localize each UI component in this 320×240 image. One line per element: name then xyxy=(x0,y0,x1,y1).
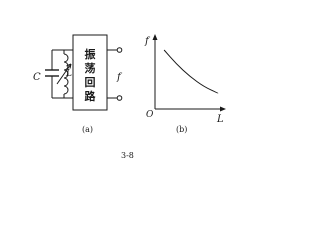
oscillator-box xyxy=(72,34,108,111)
y-axis-arrow xyxy=(152,34,158,40)
output-terminal-top xyxy=(116,47,123,53)
circuit-diagram xyxy=(45,34,123,111)
graph-y-label: f xyxy=(144,36,151,47)
output-terminal-bottom xyxy=(116,95,123,101)
oscillator-box-label-char: 回 xyxy=(85,75,96,89)
figure-number: 3-8 xyxy=(121,151,134,160)
oscillator-box-label-char: 振 xyxy=(85,47,96,61)
variable-arrow-head xyxy=(66,63,72,69)
frequency-vs-inductance-curve xyxy=(163,49,219,94)
variable-arrow-shaft xyxy=(56,63,72,85)
graph-axes xyxy=(152,34,226,112)
inductor-coil xyxy=(63,53,69,95)
oscillator-box-label-char: 路 xyxy=(85,89,97,103)
inductor-label: L xyxy=(65,69,72,79)
x-axis-arrow xyxy=(220,106,226,112)
output-frequency-label: f xyxy=(116,72,123,83)
capacitor-label: C xyxy=(33,72,41,83)
graph-origin-label: O xyxy=(146,110,154,120)
circuit-caption: (a) xyxy=(82,125,93,134)
graph-x-label: L xyxy=(216,114,224,125)
oscillator-box-label-char: 荡 xyxy=(85,61,96,75)
graph-caption: (b) xyxy=(176,125,187,134)
